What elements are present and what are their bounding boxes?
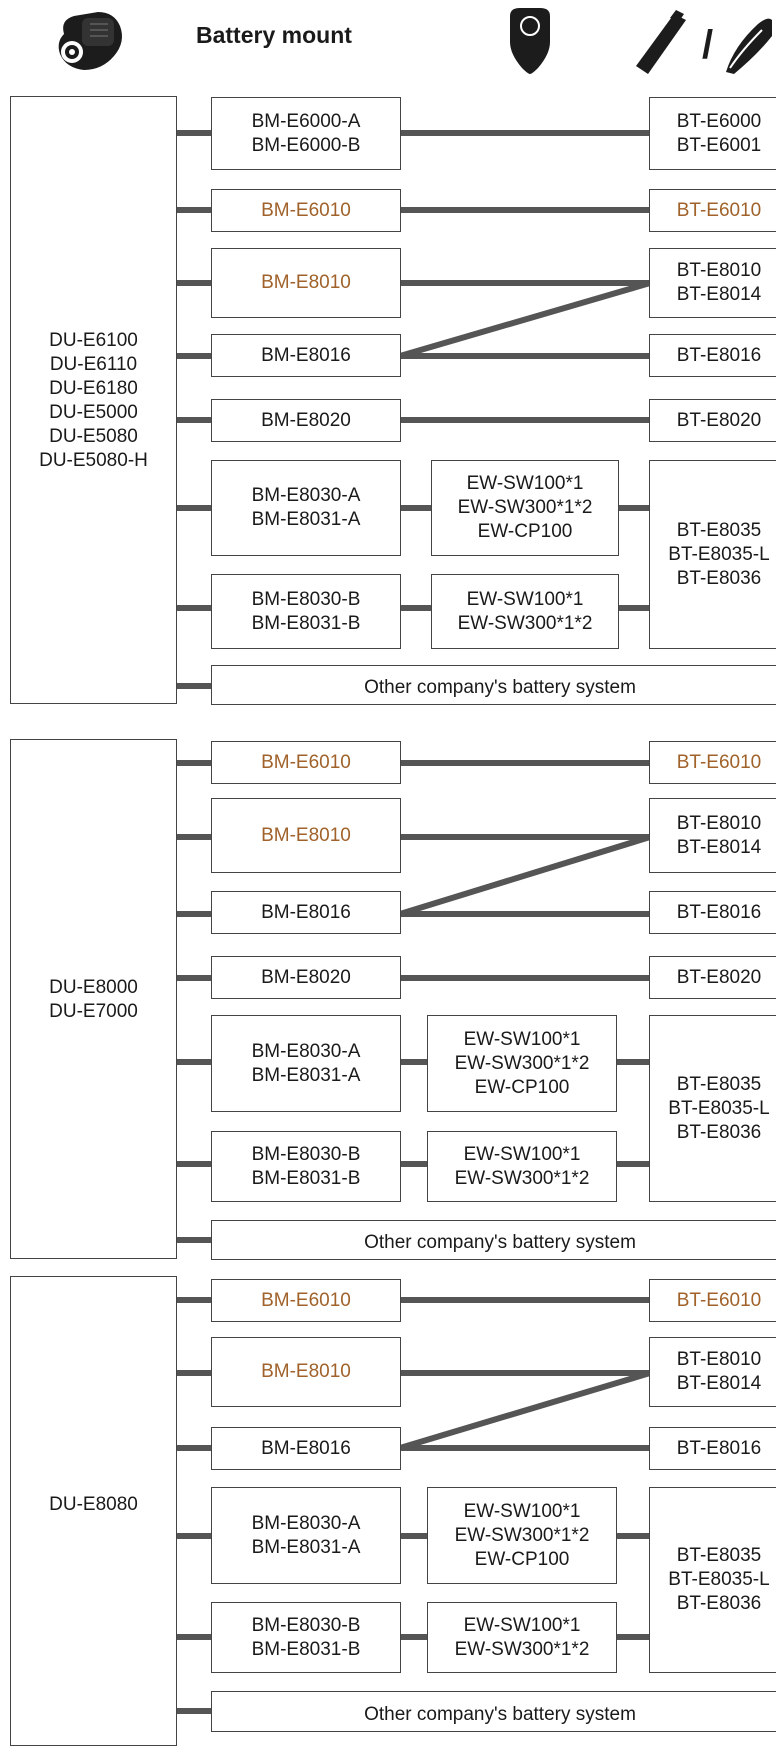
switch-box: EW-SW100*1 EW-SW300*1*2 EW-CP100 (427, 1487, 617, 1584)
battery-box: BT-E6010 (649, 189, 776, 232)
other-battery-system-box: Other company's battery system (211, 665, 776, 705)
section-1-connectors (177, 130, 651, 689)
switch-box: EW-SW100*1 EW-SW300*1*2 (431, 574, 619, 649)
battery-mount-box: BM-E6010 (211, 741, 401, 784)
battery-mount-header: Battery mount (196, 22, 352, 48)
battery-mount-box: BM-E8030-B BM-E8031-B (211, 1602, 401, 1673)
battery-box: BT-E6000 BT-E6001 (649, 97, 776, 170)
battery-mount-box: BM-E8010 (211, 798, 401, 873)
battery-box: BT-E8010 BT-E8014 (649, 248, 776, 318)
drive-unit-box: DU-E6100 DU-E6110 DU-E6180 DU-E5000 DU-E… (10, 96, 177, 704)
battery-box: BT-E8020 (649, 956, 776, 999)
battery-mount-box: BM-E8010 (211, 248, 401, 318)
other-battery-system-box: Other company's battery system (211, 1691, 776, 1732)
battery-box: BT-E8016 (649, 891, 776, 934)
switch-box: EW-SW100*1 EW-SW300*1*2 EW-CP100 (427, 1015, 617, 1112)
battery-mount-icon (502, 6, 558, 79)
battery-mount-box: BM-E8020 (211, 399, 401, 442)
battery-box: BT-E8035 BT-E8035-L BT-E8036 (649, 1487, 776, 1673)
other-battery-system-box: Other company's battery system (211, 1220, 776, 1260)
battery-mount-box: BM-E6000-A BM-E6000-B (211, 97, 401, 170)
drive-unit-box: DU-E8000 DU-E7000 (10, 739, 177, 1259)
battery-mount-box: BM-E8016 (211, 334, 401, 377)
battery-icon: / (630, 6, 776, 83)
drive-unit-label: DU-E8080 (49, 1494, 138, 1515)
battery-box: BT-E6010 (649, 1279, 776, 1322)
switch-box: EW-SW100*1 EW-SW300*1*2 EW-CP100 (431, 460, 619, 556)
drive-unit-box: DU-E8080 (10, 1276, 177, 1746)
section-2-connectors (177, 760, 651, 1243)
battery-box: BT-E6010 (649, 741, 776, 784)
battery-box: BT-E8016 (649, 334, 776, 377)
section-3-connectors (177, 1297, 651, 1714)
battery-mount-box: BM-E8030-B BM-E8031-B (211, 1131, 401, 1202)
battery-box: BT-E8035 BT-E8035-L BT-E8036 (649, 460, 776, 649)
battery-mount-box: BM-E8030-B BM-E8031-B (211, 574, 401, 649)
battery-mount-box: BM-E6010 (211, 1279, 401, 1322)
drive-unit-label: DU-E6100 DU-E6110 DU-E6180 DU-E5000 DU-E… (39, 330, 148, 471)
separator-slash: / (702, 23, 713, 67)
battery-mount-box: BM-E8016 (211, 1427, 401, 1470)
battery-box: BT-E8016 (649, 1427, 776, 1470)
battery-mount-box: BM-E6010 (211, 189, 401, 232)
battery-mount-box: BM-E8030-A BM-E8031-A (211, 460, 401, 556)
battery-box: BT-E8010 BT-E8014 (649, 1337, 776, 1407)
battery-mount-box: BM-E8030-A BM-E8031-A (211, 1015, 401, 1112)
battery-box: BT-E8010 BT-E8014 (649, 798, 776, 873)
switch-box: EW-SW100*1 EW-SW300*1*2 (427, 1131, 617, 1202)
switch-box: EW-SW100*1 EW-SW300*1*2 (427, 1602, 617, 1673)
drive-unit-label: DU-E8000 DU-E7000 (49, 977, 138, 1022)
battery-box: BT-E8035 BT-E8035-L BT-E8036 (649, 1015, 776, 1202)
battery-box: BT-E8020 (649, 399, 776, 442)
drive-unit-icon (50, 6, 130, 83)
battery-mount-box: BM-E8020 (211, 956, 401, 999)
battery-mount-box: BM-E8016 (211, 891, 401, 934)
battery-mount-box: BM-E8010 (211, 1337, 401, 1407)
battery-mount-box: BM-E8030-A BM-E8031-A (211, 1487, 401, 1584)
